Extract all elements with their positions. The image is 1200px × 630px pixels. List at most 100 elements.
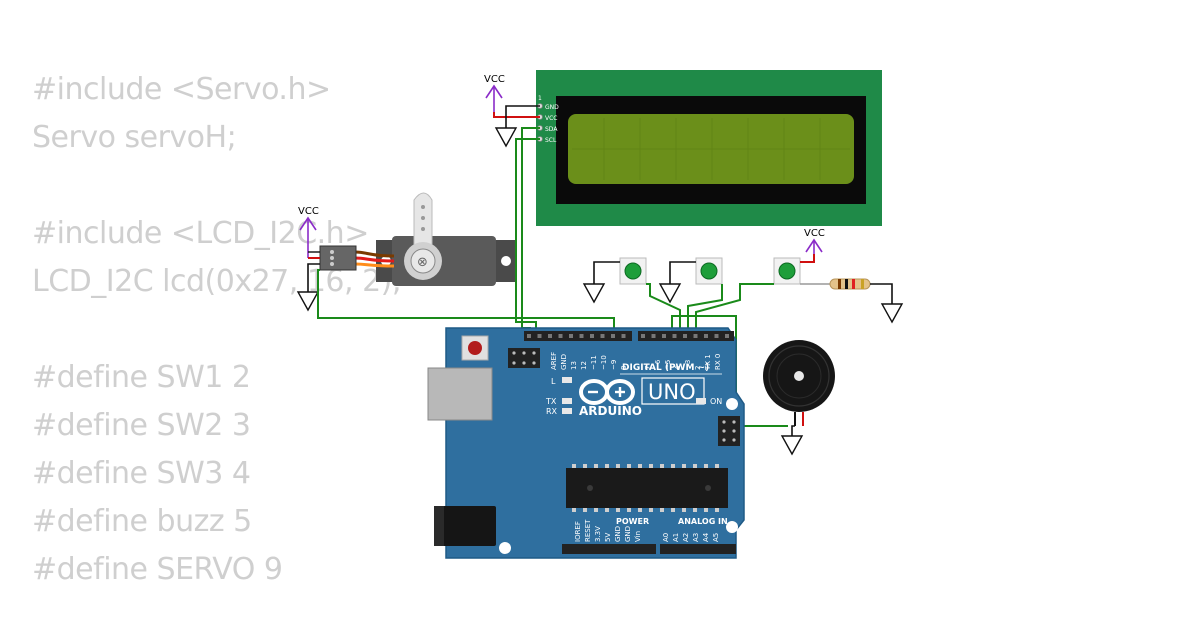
lcd-pin-vcc-label: VCC [545, 115, 557, 122]
digital-pin-label: RX 0 [714, 354, 722, 370]
servo-motor[interactable]: ⊗ [376, 192, 516, 286]
power-pin-label: IOREF [574, 521, 582, 542]
power-pin-label: RESET [584, 519, 592, 542]
header-pin[interactable] [527, 334, 531, 338]
piezo-buzzer[interactable] [763, 340, 835, 412]
digital-pin-label: ~3 [684, 360, 692, 370]
digital-header-left[interactable] [524, 331, 632, 341]
wire-resistor-gnd[interactable] [870, 283, 893, 304]
chip-pin [616, 464, 620, 468]
header-pin[interactable] [611, 334, 615, 338]
chip-pin [660, 464, 664, 468]
push-button-3[interactable] [773, 257, 801, 285]
lcd-module[interactable]: 1 GND VCC SDA SCL [536, 70, 882, 226]
code-line: Servo servoH; [32, 120, 237, 155]
analog-pin-label: A0 [662, 533, 670, 542]
lcd-ground-icon [494, 127, 518, 148]
header-pin[interactable] [651, 334, 656, 338]
digital-pin-label: 2 [694, 366, 702, 370]
code-line: #define SW3 4 [32, 456, 251, 491]
chip-pin [605, 508, 609, 512]
icsp-header-usb [508, 348, 540, 368]
power-header-title: POWER [616, 517, 649, 526]
code-line: #define buzz 5 [32, 504, 252, 539]
digital-pin-label: 13 [570, 361, 578, 370]
header-pin[interactable] [704, 334, 708, 338]
digital-pin-label: ~11 [590, 355, 598, 370]
header-pin[interactable] [590, 334, 594, 338]
chip-pin [627, 464, 631, 468]
header-pin[interactable] [558, 334, 563, 338]
analog-pin-label: A5 [712, 533, 720, 542]
wire-button3-vcc[interactable] [800, 254, 815, 263]
header-pin[interactable] [600, 334, 605, 338]
header-pin[interactable] [672, 334, 677, 338]
digital-pin-label: GND [560, 354, 568, 370]
chip-pin [572, 464, 576, 468]
analog-pin-label: A4 [702, 532, 710, 542]
code-line: #include <LCD_I2C.h> [32, 216, 369, 251]
header-pin[interactable] [714, 334, 719, 338]
header-pin[interactable] [683, 334, 687, 338]
digital-pin-label: 8 [620, 366, 628, 370]
lcd-vcc-symbol: VCC [484, 74, 505, 112]
wire-button1-gnd[interactable] [593, 261, 620, 284]
wire-buzzer-signal[interactable] [671, 315, 788, 427]
analog-header-title: ANALOG IN [678, 517, 728, 526]
servo-vcc-label: VCC [298, 206, 319, 217]
wire-button2-gnd[interactable] [669, 261, 696, 284]
header-pin[interactable] [693, 334, 698, 338]
wire-buzzer-gnd[interactable] [791, 425, 795, 436]
code-line: #define SERVO 9 [32, 552, 283, 587]
wire-lcd-gnd[interactable] [505, 105, 540, 128]
wire-button2-signal[interactable] [687, 284, 723, 336]
chip-pin [693, 464, 697, 468]
servo-connector[interactable] [319, 245, 357, 271]
header-pin[interactable] [641, 334, 645, 338]
lcd-pin-sda-label: SDA [545, 126, 558, 133]
wire-servo-gnd[interactable] [307, 263, 320, 292]
chip-pin [715, 464, 719, 468]
push-button-2[interactable] [695, 257, 723, 285]
arduino-infinity-logo-icon [579, 379, 635, 405]
chip-pin [693, 508, 697, 512]
servo-screw-icon: ⊗ [417, 255, 428, 270]
wire-button3-signal[interactable] [695, 283, 774, 336]
header-pin[interactable] [537, 334, 542, 338]
led-on-label: ON [710, 397, 722, 406]
header-pin[interactable] [662, 334, 666, 338]
servo-ground-icon [296, 291, 320, 312]
power-pin-label: Vin [634, 531, 642, 542]
wire-servo-signal[interactable] [317, 269, 615, 336]
dc-power-jack [434, 506, 496, 546]
button3-vcc-label: VCC [804, 228, 825, 239]
header-pin[interactable] [569, 334, 573, 338]
led-on [696, 398, 706, 404]
chip-pin [671, 464, 675, 468]
servo-wire-red [354, 256, 395, 263]
push-button-1[interactable] [619, 257, 647, 285]
pulldown-resistor[interactable] [829, 278, 871, 290]
usb-b-port [427, 367, 493, 421]
servo-wire-brown [354, 250, 395, 258]
power-pin-label: GND [614, 526, 622, 542]
lcd-pin-gnd-label: GND [545, 104, 559, 111]
chip-pin [583, 508, 587, 512]
icsp-header [718, 416, 740, 446]
chip-pin [715, 508, 719, 512]
wire-lcd-vcc[interactable] [493, 112, 540, 118]
wire-lcd-scl[interactable] [515, 138, 540, 336]
power-header[interactable] [562, 544, 656, 554]
analog-header[interactable] [660, 544, 736, 554]
header-pin[interactable] [725, 334, 729, 338]
code-line: #define SW1 2 [32, 360, 251, 395]
wire-button1-signal[interactable] [646, 283, 681, 336]
header-pin[interactable] [579, 334, 584, 338]
header-pin[interactable] [548, 334, 552, 338]
header-pin[interactable] [621, 334, 626, 338]
reset-button[interactable] [461, 335, 489, 361]
digital-pin-label: ~5 [664, 360, 672, 370]
